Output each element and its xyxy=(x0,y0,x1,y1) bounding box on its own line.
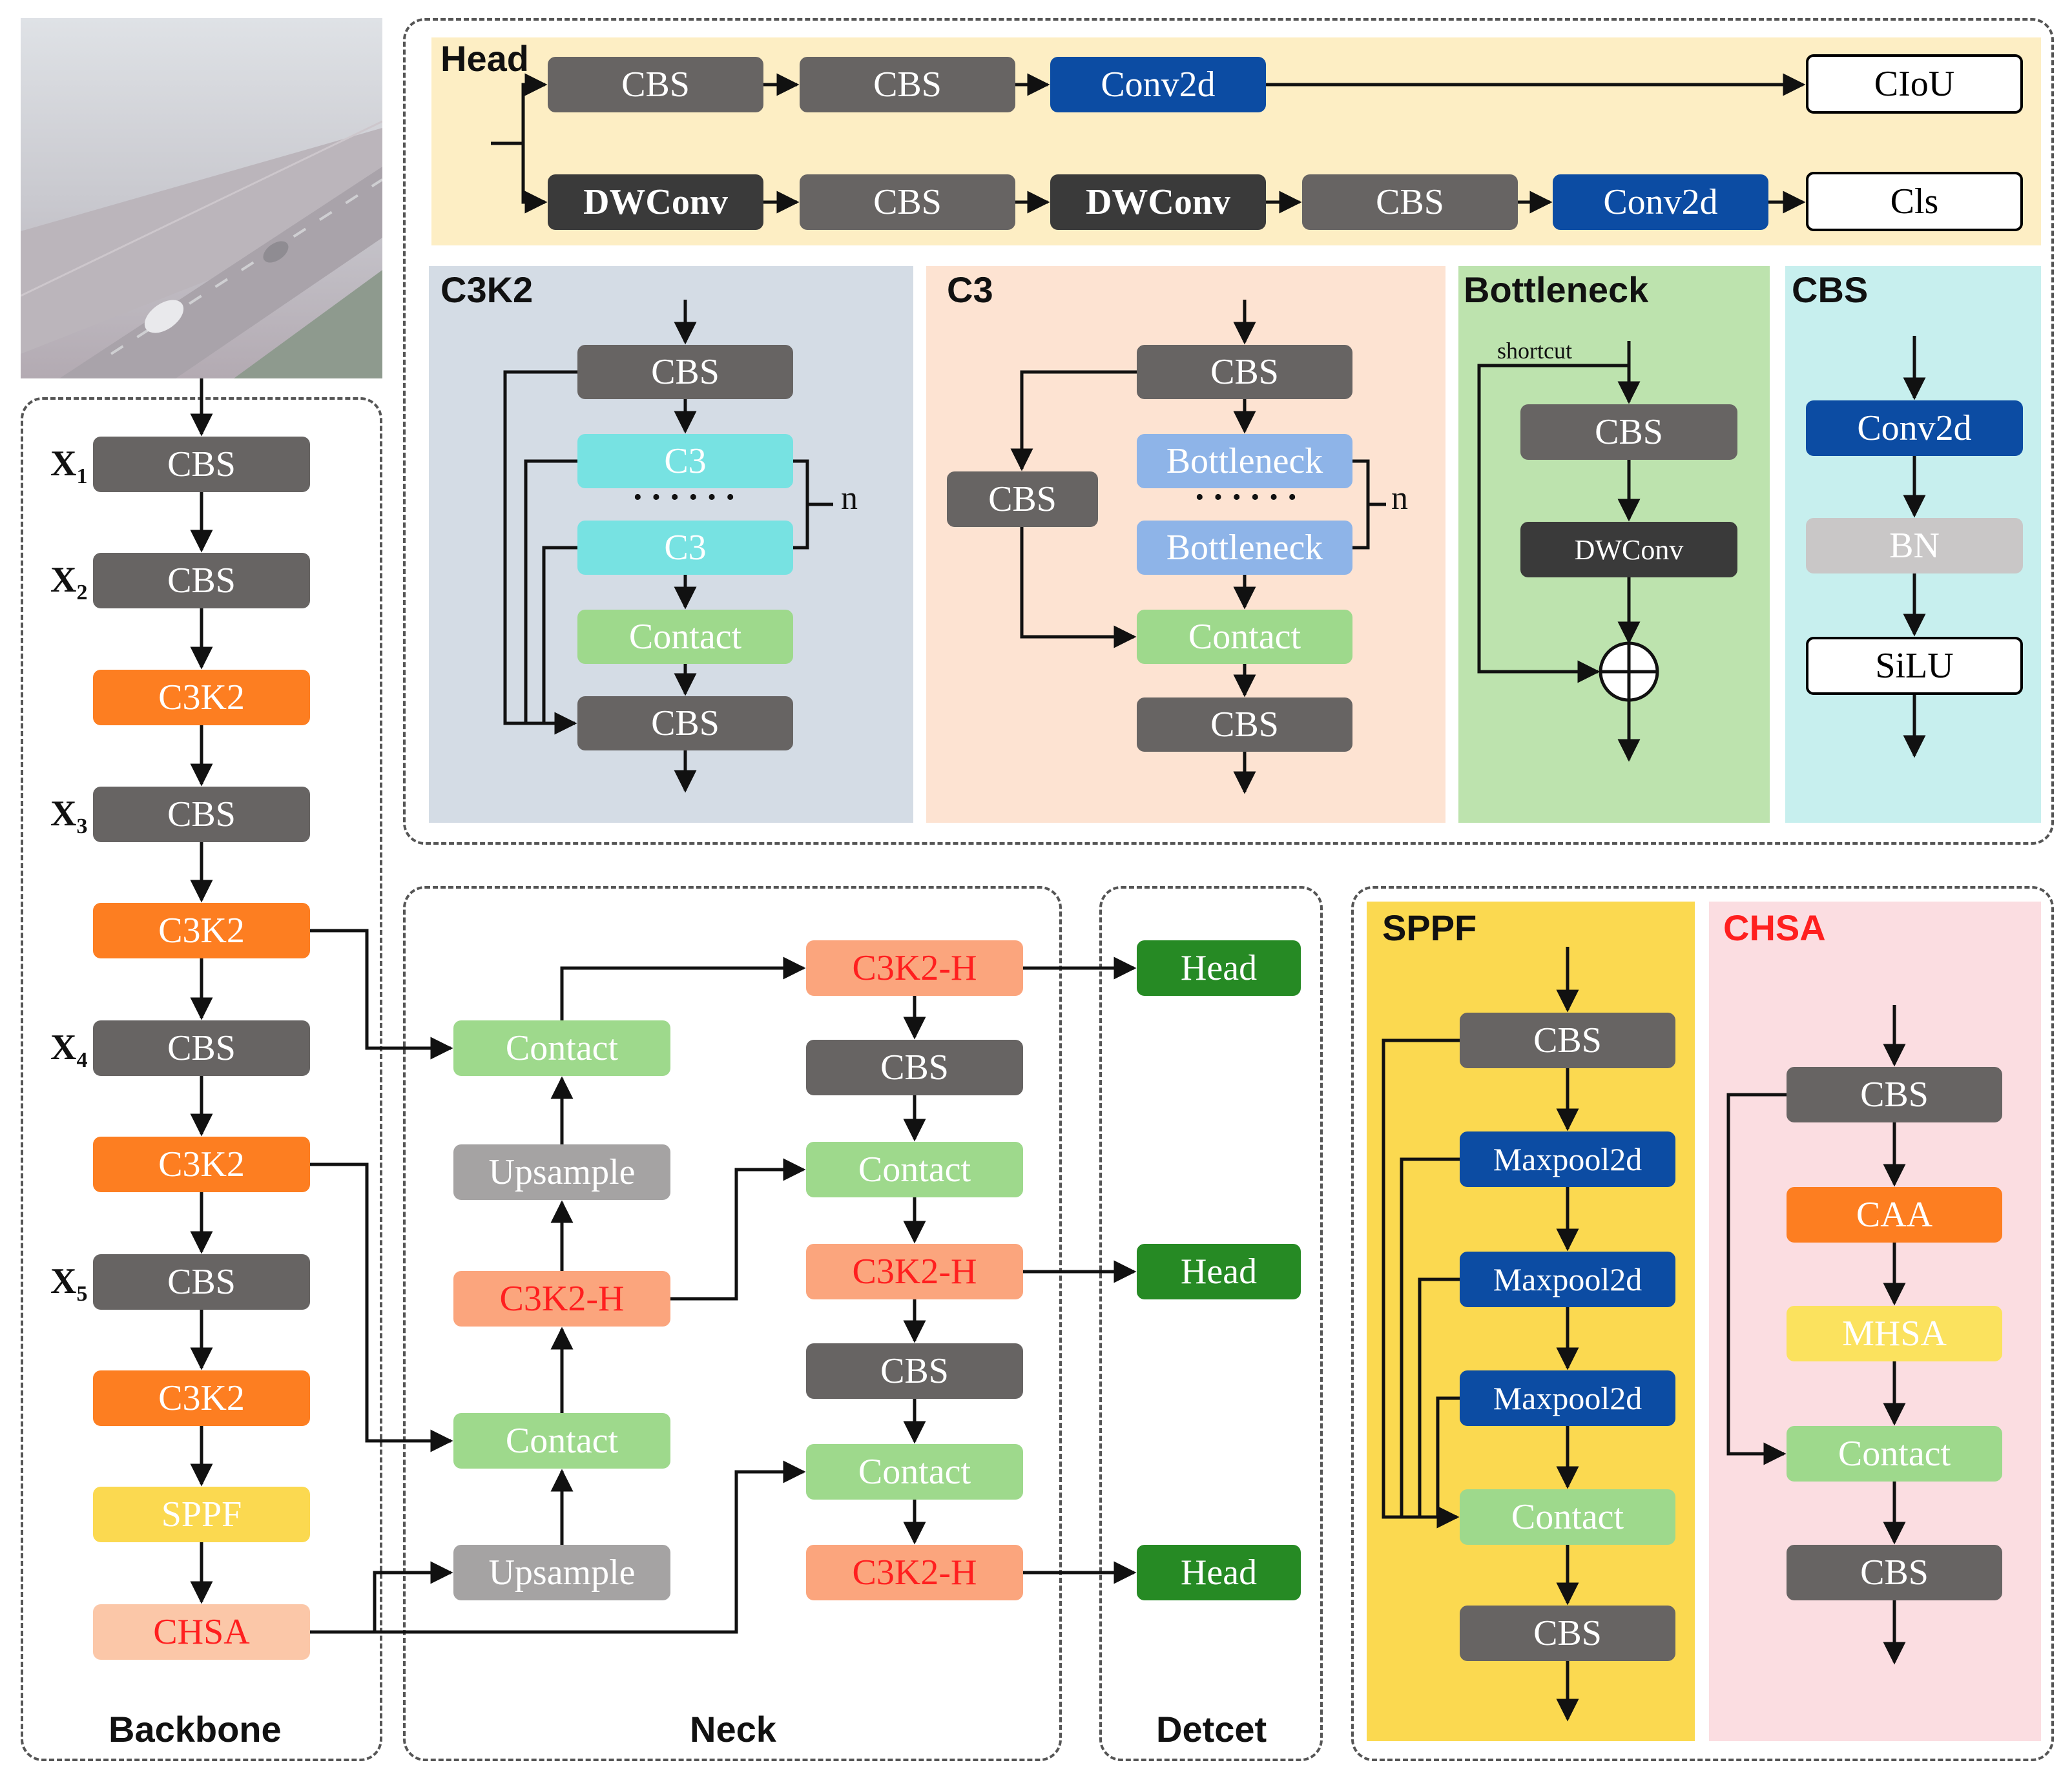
detect-head-2: Head xyxy=(1137,1244,1301,1299)
head-cls-output: Cls xyxy=(1806,172,2023,231)
head-row2-dwconv-1: DWConv xyxy=(548,174,763,230)
backbone-cbs-5: CBS xyxy=(93,1254,310,1310)
neck-c3k2h-out-2: C3K2-H xyxy=(806,1244,1023,1299)
sppf-cbs-out: CBS xyxy=(1460,1606,1675,1661)
cbs-detail-silu: SiLU xyxy=(1806,637,2023,695)
c3-n-label: n xyxy=(1391,480,1408,517)
head-row1-cbs-1: CBS xyxy=(548,57,763,112)
x3-label: X3 xyxy=(50,794,88,839)
head-title: Head xyxy=(440,38,529,79)
backbone-cbs-2: CBS xyxy=(93,553,310,608)
chsa-mhsa: MHSA xyxy=(1787,1306,2002,1361)
head-row2-cbs-1: CBS xyxy=(800,174,1015,230)
head-row2-cbs-2: CBS xyxy=(1302,174,1518,230)
c3-bottleneck-2: Bottleneck xyxy=(1137,521,1352,575)
bottleneck-cbs: CBS xyxy=(1520,404,1737,460)
chsa-contact: Contact xyxy=(1787,1426,2002,1482)
neck-title: Neck xyxy=(690,1709,776,1750)
head-row2-dwconv-2: DWConv xyxy=(1050,174,1266,230)
c3k2-cbs-in: CBS xyxy=(577,345,793,399)
c3-cbs-out: CBS xyxy=(1137,697,1352,752)
neck-contact-top: Contact xyxy=(453,1020,670,1076)
c3-cbs-side: CBS xyxy=(947,471,1098,527)
detect-dashed-frame xyxy=(1099,886,1323,1761)
backbone-cbs-3: CBS xyxy=(93,787,310,842)
chsa-caa: CAA xyxy=(1787,1187,2002,1243)
neck-c3k2h-out-1: C3K2-H xyxy=(806,940,1023,996)
neck-contact-right-1: Contact xyxy=(806,1142,1023,1197)
c3-bottleneck-1: Bottleneck xyxy=(1137,434,1352,488)
x1-label: X1 xyxy=(50,444,88,489)
head-row1-conv2d: Conv2d xyxy=(1050,57,1266,112)
sppf-chsa-dashed-frame xyxy=(1351,886,2054,1761)
sppf-cbs-in: CBS xyxy=(1460,1013,1675,1068)
sppf-maxpool2d-3: Maxpool2d xyxy=(1460,1370,1675,1426)
c3k2-c3-1: C3 xyxy=(577,434,793,488)
sppf-maxpool2d-1: Maxpool2d xyxy=(1460,1131,1675,1187)
detect-title: Detcet xyxy=(1156,1709,1267,1750)
head-row1-cbs-2: CBS xyxy=(800,57,1015,112)
backbone-sppf: SPPF xyxy=(93,1487,310,1542)
neck-c3k2h-out-3: C3K2-H xyxy=(806,1545,1023,1600)
c3-cbs-in: CBS xyxy=(1137,345,1352,399)
backbone-cbs-4: CBS xyxy=(93,1020,310,1076)
c3k2-c3-2: C3 xyxy=(577,521,793,575)
neck-contact-right-2: Contact xyxy=(806,1444,1023,1500)
chsa-title: CHSA xyxy=(1723,907,1826,948)
cbs-detail-bn: BN xyxy=(1806,518,2023,573)
backbone-cbs-1: CBS xyxy=(93,437,310,492)
chsa-cbs-in: CBS xyxy=(1787,1067,2002,1122)
neck-dashed-frame xyxy=(403,886,1062,1761)
bottleneck-add-icon xyxy=(1599,641,1659,702)
c3k2-contact: Contact xyxy=(577,610,793,664)
sppf-maxpool2d-2: Maxpool2d xyxy=(1460,1252,1675,1307)
backbone-title: Backbone xyxy=(109,1709,282,1750)
backbone-c3k2-4: C3K2 xyxy=(93,1370,310,1426)
neck-upsample-top: Upsample xyxy=(453,1144,670,1200)
neck-cbs-2: CBS xyxy=(806,1343,1023,1399)
x5-label: X5 xyxy=(50,1261,88,1307)
cbs-detail-conv2d: Conv2d xyxy=(1806,400,2023,456)
x2-label: X2 xyxy=(50,560,88,605)
backbone-c3k2-3: C3K2 xyxy=(93,1137,310,1192)
backbone-chsa: CHSA xyxy=(93,1604,310,1660)
c3k2-cbs-out: CBS xyxy=(577,696,793,750)
detect-head-3: Head xyxy=(1137,1545,1301,1600)
bottleneck-title: Bottleneck xyxy=(1464,269,1649,310)
chsa-cbs-out: CBS xyxy=(1787,1545,2002,1600)
c3-ellipsis: ······ xyxy=(1194,477,1305,517)
cbs-detail-title: CBS xyxy=(1792,269,1869,310)
head-detail-dashed-frame xyxy=(403,18,2054,845)
neck-contact-bottom: Contact xyxy=(453,1413,670,1469)
x4-label: X4 xyxy=(50,1028,88,1073)
c3k2-ellipsis: ······ xyxy=(632,477,743,517)
neck-cbs-1: CBS xyxy=(806,1040,1023,1095)
detect-head-1: Head xyxy=(1137,940,1301,996)
c3k2-title: C3K2 xyxy=(440,269,534,310)
bottleneck-shortcut-label: shortcut xyxy=(1497,338,1572,364)
c3-title: C3 xyxy=(947,269,993,310)
backbone-c3k2-1: C3K2 xyxy=(93,670,310,725)
bottleneck-dwconv: DWConv xyxy=(1520,522,1737,577)
c3-contact: Contact xyxy=(1137,610,1352,664)
backbone-c3k2-2: C3K2 xyxy=(93,903,310,958)
head-ciou-output: CIoU xyxy=(1806,54,2023,114)
c3k2-n-label: n xyxy=(841,480,858,517)
sppf-title: SPPF xyxy=(1382,907,1477,948)
sppf-contact: Contact xyxy=(1460,1489,1675,1545)
input-foggy-road-image xyxy=(21,18,382,378)
head-row2-conv2d: Conv2d xyxy=(1553,174,1768,230)
neck-upsample-bottom: Upsample xyxy=(453,1545,670,1600)
neck-c3k2h-left: C3K2-H xyxy=(453,1271,670,1327)
